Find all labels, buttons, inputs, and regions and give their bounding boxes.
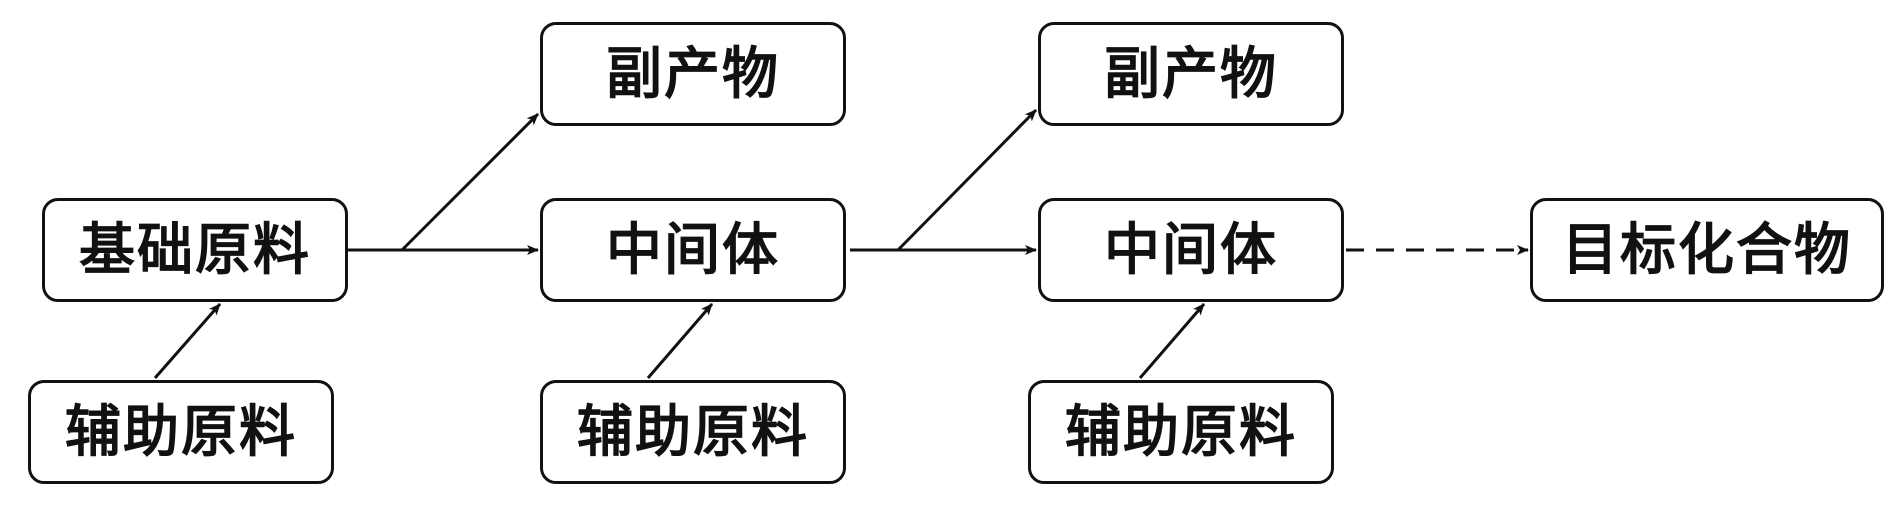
node-target-compound-label: 目标化合物	[1562, 217, 1852, 283]
node-auxiliary-2: 辅助原料	[540, 380, 846, 484]
node-base-material: 基础原料	[42, 198, 348, 302]
node-byproduct-2: 副产物	[1038, 22, 1344, 126]
node-intermediate-2-label: 中间体	[1104, 217, 1278, 283]
node-byproduct-1: 副产物	[540, 22, 846, 126]
node-byproduct-2-label: 副产物	[1104, 41, 1278, 107]
node-auxiliary-1: 辅助原料	[28, 380, 334, 484]
node-auxiliary-3: 辅助原料	[1028, 380, 1334, 484]
node-intermediate-1: 中间体	[540, 198, 846, 302]
arrow-auxiliary-2-to-intermediate-1	[646, 303, 714, 379]
node-target-compound: 目标化合物	[1530, 198, 1884, 302]
arrow-auxiliary-3-to-intermediate-2	[1138, 303, 1206, 379]
node-auxiliary-3-label: 辅助原料	[1065, 399, 1297, 465]
arrow-base-to-byproduct-1	[400, 112, 540, 252]
node-auxiliary-1-label: 辅助原料	[65, 399, 297, 465]
node-auxiliary-2-label: 辅助原料	[577, 399, 809, 465]
arrow-auxiliary-1-to-base	[153, 303, 222, 379]
node-byproduct-1-label: 副产物	[606, 41, 780, 107]
node-intermediate-2: 中间体	[1038, 198, 1344, 302]
node-base-material-label: 基础原料	[79, 217, 311, 283]
node-intermediate-1-label: 中间体	[606, 217, 780, 283]
arrow-intermediate-1-to-byproduct-2	[896, 108, 1038, 252]
